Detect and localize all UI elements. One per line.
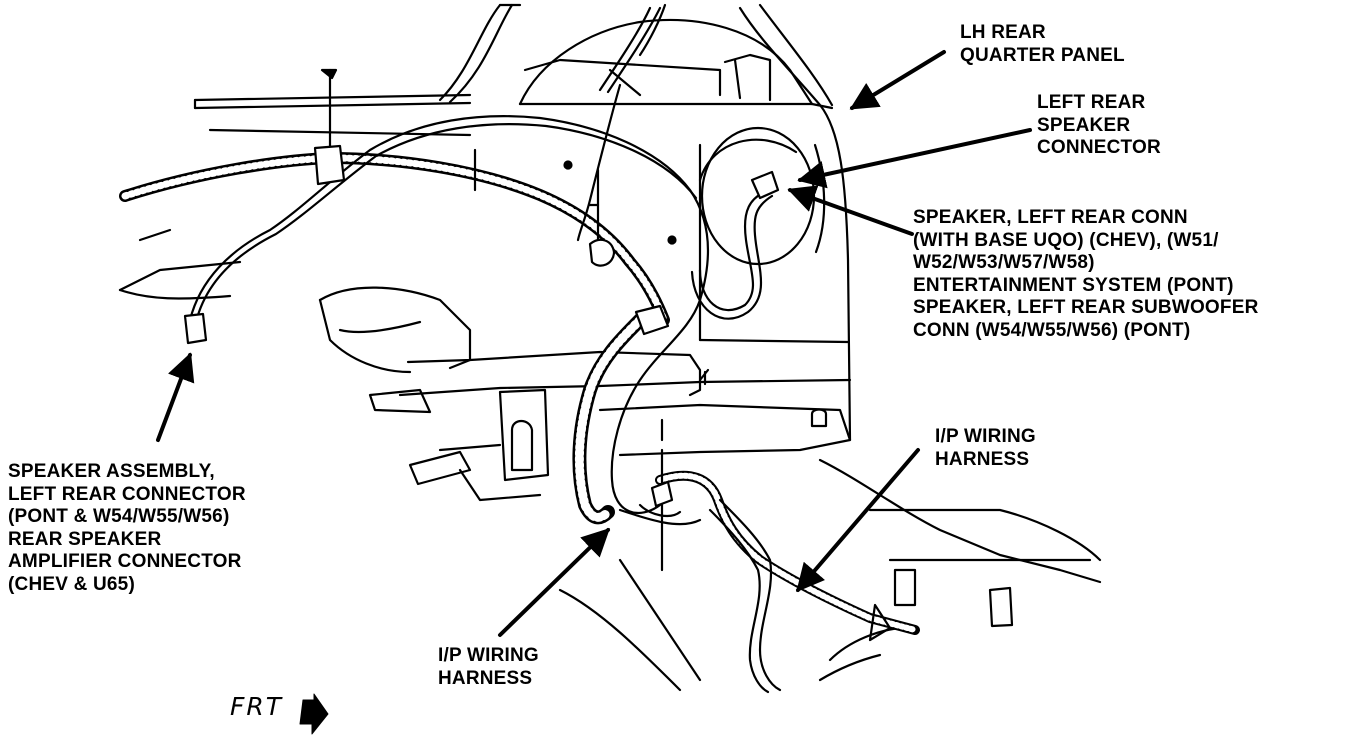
frt-direction-arrow [299,693,329,735]
interior-trim [118,228,852,502]
harness-clips [183,68,780,518]
rocker-sill [558,458,1102,692]
quarter-panel-body [438,3,852,442]
callout-lh-rear-quarter-panel: LH REAR QUARTER PANEL [960,22,1125,66]
callout-speaker-assembly-left-rear-connector: SPEAKER ASSEMBLY, LEFT REAR CONNECTOR (P… [8,461,246,595]
callout-ip-wiring-harness-bottom: I/P WIRING HARNESS [438,645,539,689]
leader-arrows [156,50,1032,637]
callout-ip-wiring-harness-right: I/P WIRING HARNESS [935,426,1036,470]
roof-rail [193,93,472,137]
callout-left-rear-speaker-connector: LEFT REAR SPEAKER CONNECTOR [1037,92,1161,158]
frt-direction-label: FRT [230,692,284,721]
callout-speaker-left-rear-conn: SPEAKER, LEFT REAR CONN (WITH BASE UQO) … [913,207,1259,341]
speaker-wires [188,3,782,694]
trunk-harness [119,152,920,642]
